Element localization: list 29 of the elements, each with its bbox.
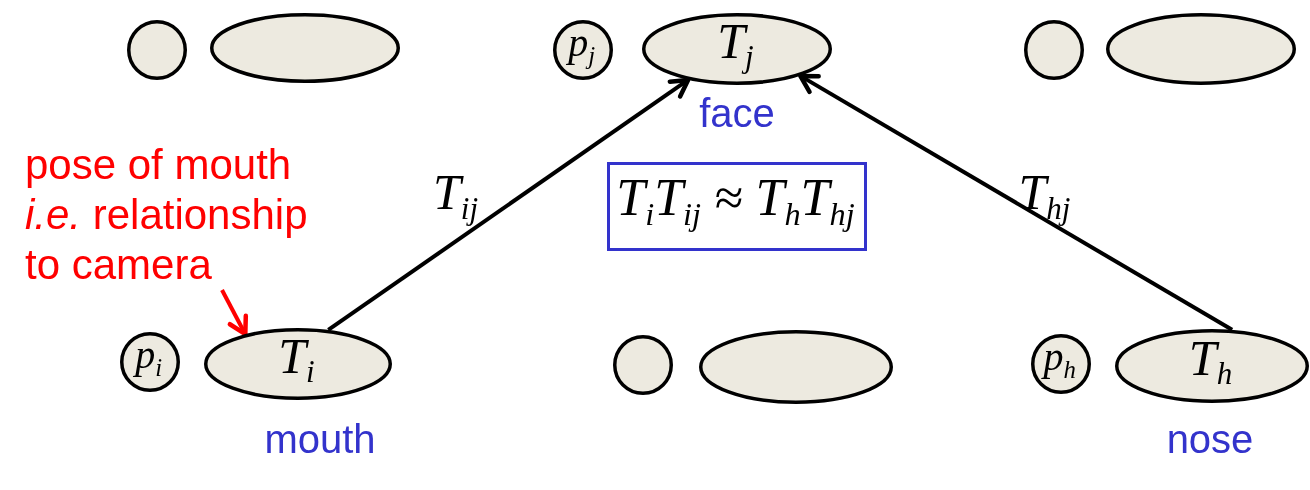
edge-label: T$_{ij}$ [432,165,479,228]
annotation-text: pose of mouth i.e. relationship to camera [25,140,325,290]
circle-node [120,332,180,392]
arrow [327,77,691,332]
node-label: p$_{h}$ [1041,336,1077,386]
circle-node [1031,334,1091,394]
ellipse-node [699,330,893,404]
ellipse-node [1115,329,1309,403]
node-label: T$_{j}$ [716,14,755,77]
ellipse-node [642,13,832,85]
formula-box [607,162,867,251]
arrow [798,73,1234,332]
node-label: p$_{j}$ [565,22,597,72]
node-caption: nose [1166,419,1254,459]
circle-node [127,20,187,80]
node-label: T$_{h}$ [1187,331,1234,394]
formula-text: T$_{i}$T$_{ij}$ ≈ T$_{h}$T$_{hj}$ [615,170,856,234]
node-caption: mouth [264,419,376,459]
circle-node [553,20,613,80]
ellipse-node [204,328,392,400]
ellipse-node [1106,13,1296,85]
circle-node [613,335,673,395]
ellipse-node [210,13,400,83]
node-caption: face [699,93,775,133]
node-label: p$_{i}$ [132,334,164,384]
node-label: T$_{i}$ [277,329,316,392]
circle-node [1024,20,1084,80]
edge-label: T$_{hj}$ [1017,165,1072,228]
leader-arrow [220,289,249,337]
